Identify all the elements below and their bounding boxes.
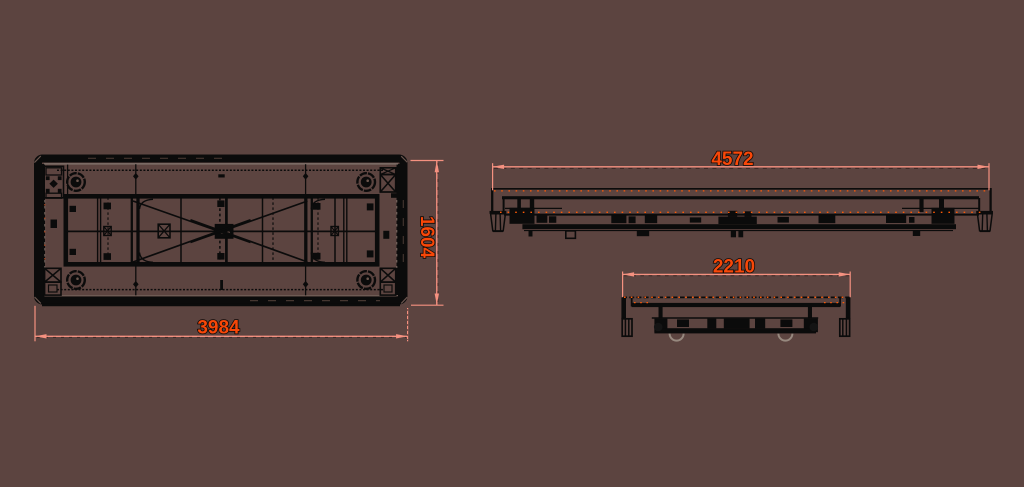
svg-text:1604: 1604 xyxy=(416,216,437,259)
svg-text:3984: 3984 xyxy=(197,318,240,339)
svg-text:4572: 4572 xyxy=(711,149,753,170)
svg-text:2210: 2210 xyxy=(713,257,755,278)
